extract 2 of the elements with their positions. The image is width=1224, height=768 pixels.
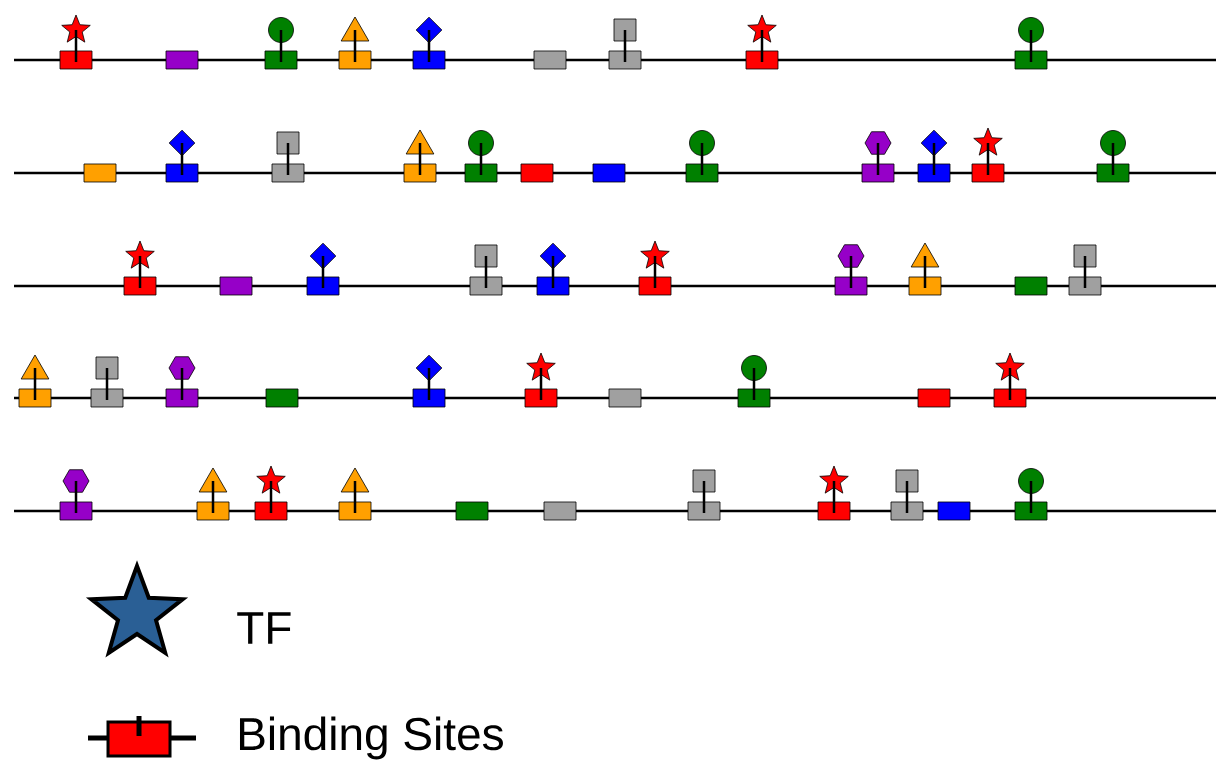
legend-label: Binding Sites <box>240 716 503 760</box>
legend-label: TF <box>237 612 291 644</box>
